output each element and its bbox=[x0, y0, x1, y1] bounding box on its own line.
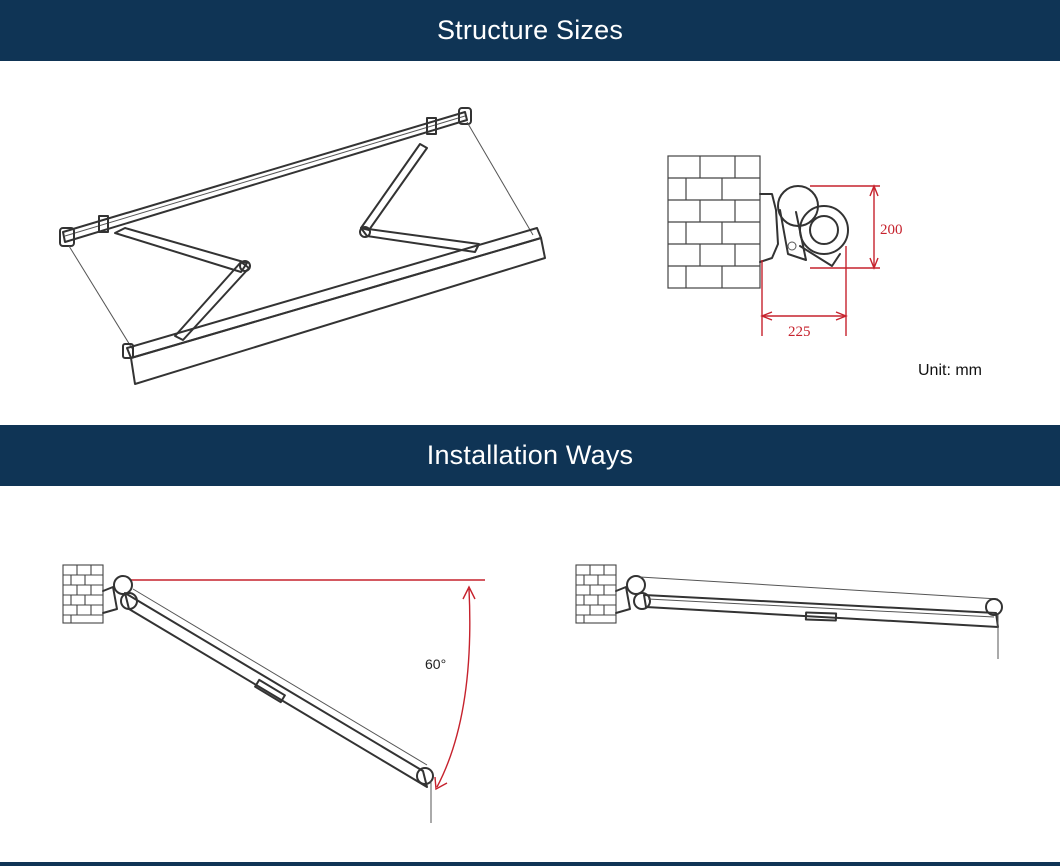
section-header-installation-ways: Installation Ways bbox=[0, 425, 1060, 486]
unit-label: Unit: mm bbox=[918, 362, 982, 379]
installation-flat-drawing bbox=[570, 555, 1020, 675]
installation-angled-drawing bbox=[55, 555, 505, 835]
awning-perspective-drawing bbox=[55, 100, 555, 400]
projection-dimension-label: 225 bbox=[788, 324, 811, 340]
bottom-divider bbox=[0, 862, 1060, 866]
angle-label: 60° bbox=[425, 656, 447, 672]
cross-section-drawing: 200 225 bbox=[660, 150, 903, 350]
brick-wall bbox=[62, 564, 104, 624]
height-dimension-label: 200 bbox=[880, 222, 903, 238]
brick-wall bbox=[575, 564, 617, 624]
section-title: Structure Sizes bbox=[436, 15, 624, 45]
section-header-structure-sizes: Structure Sizes bbox=[0, 0, 1060, 61]
brick-wall bbox=[667, 155, 761, 289]
section-title: Installation Ways bbox=[426, 440, 634, 470]
